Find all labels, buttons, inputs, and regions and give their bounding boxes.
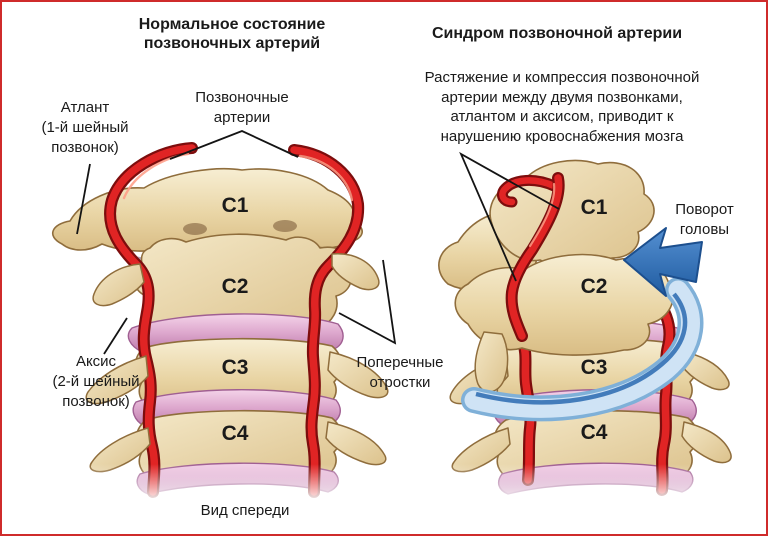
- pointer-processes: [338, 259, 397, 345]
- label-atlas: Атлант (1-й шейный позвонок): [41, 99, 129, 156]
- head-rotation-arrow: [461, 227, 704, 422]
- pointer-atlas: [76, 163, 91, 235]
- left-figure: [51, 142, 389, 498]
- right-figure: [438, 159, 732, 496]
- right-vertebra-label-c4: C4: [580, 421, 608, 444]
- label-transverse-processes: Поперечные отростки: [356, 354, 444, 391]
- left-c2-axis-bone: [133, 233, 352, 331]
- right-c1-bone: [489, 159, 655, 269]
- left-vertebral-artery-right: [288, 144, 365, 498]
- pointer-lines: [76, 130, 560, 355]
- view-caption: Вид спереди: [200, 502, 290, 519]
- bottom-fade: [32, 464, 752, 504]
- right-vertebra-label-c1: C1: [580, 196, 608, 219]
- pointer-compression: [459, 151, 560, 282]
- left-vertebra-label-c1: C1: [221, 194, 249, 217]
- right-panel-title: Синдром позвоночной артерии: [431, 25, 683, 42]
- right-c2-process: [474, 331, 509, 393]
- right-vertebra-label-c2: C2: [580, 275, 608, 298]
- right-stretched-artery: [496, 172, 565, 342]
- label-head-rotation: Поворот головы: [675, 201, 734, 238]
- left-vertebra-label-c2: C2: [221, 275, 249, 298]
- syndrome-description: Растяжение и компрессия позвоночной арте…: [424, 69, 700, 145]
- left-vertebra-label-c3: C3: [221, 356, 249, 379]
- right-vertebra-label-c3: C3: [580, 356, 608, 379]
- label-vertebral-arteries: Позвоночные артерии: [195, 89, 289, 126]
- label-axis: Аксис (2-й шейный позвонок): [52, 353, 140, 410]
- pointer-axis: [103, 317, 128, 355]
- pointer-arteries: [169, 130, 299, 160]
- left-vertebra-label-c4: C4: [221, 422, 249, 445]
- left-panel-title: Нормальное состояние позвоночных артерий: [138, 16, 326, 52]
